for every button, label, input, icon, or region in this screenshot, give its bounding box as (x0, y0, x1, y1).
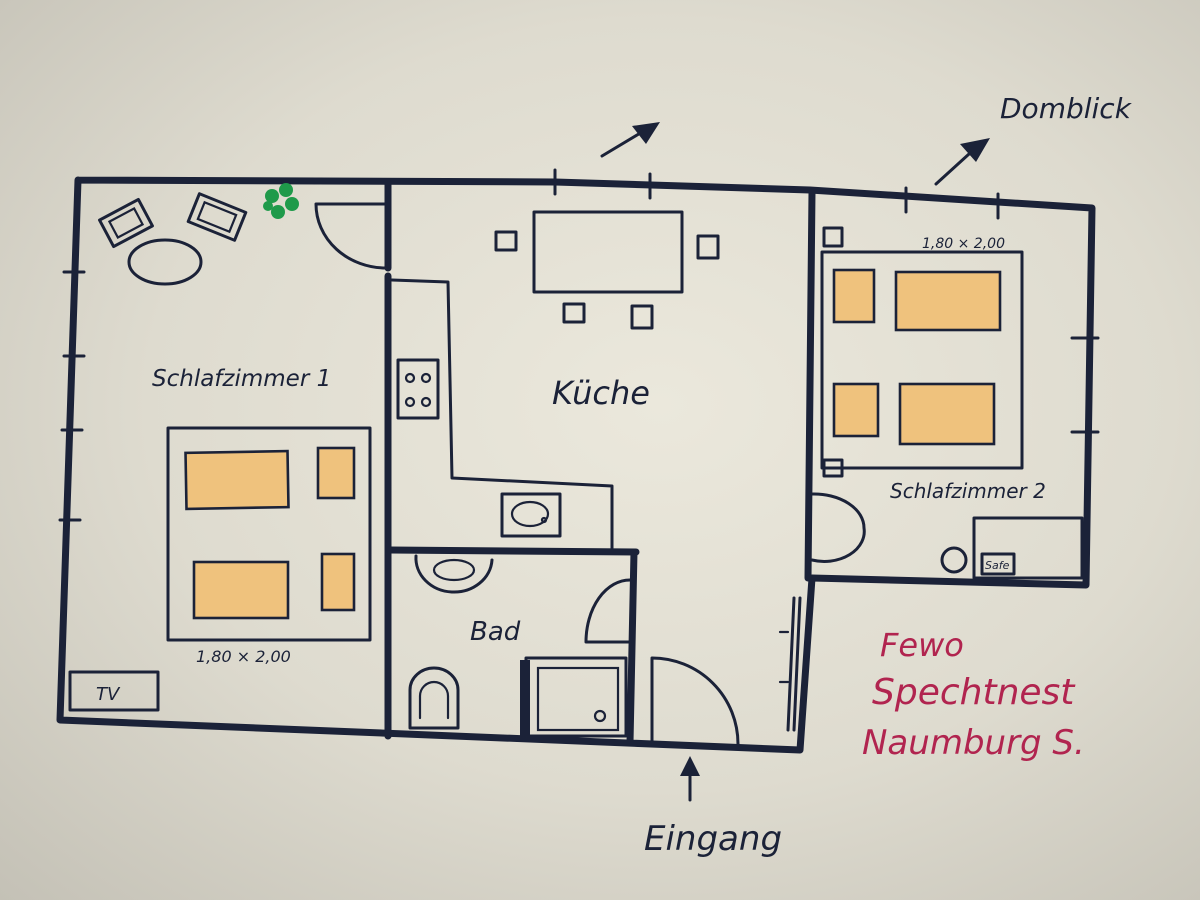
wardrobe-icon (940, 516, 1084, 580)
doors (314, 202, 866, 746)
double-bed-2 (820, 250, 1024, 470)
tv-label: TV (96, 684, 121, 705)
armchair-icon (98, 197, 154, 249)
arrow-icon (600, 122, 660, 158)
signature-line-2: Spechtnest (872, 672, 1076, 713)
arrow-icon (934, 138, 990, 186)
toilet-icon (408, 666, 460, 730)
armchair-icon (186, 192, 248, 242)
room-label-kitchen: Küche (552, 374, 650, 412)
stove-icon (396, 358, 440, 420)
outer-wall (56, 176, 1096, 754)
room-label-bedroom-2: Schlafzimmer 2 (890, 479, 1046, 503)
signature-line-3: Naumburg S. (862, 723, 1085, 763)
double-bed-1 (166, 426, 372, 642)
entrance-label: Eingang (644, 819, 782, 859)
window-marks (58, 168, 1100, 522)
room-label-bath: Bad (470, 617, 521, 647)
view-label: Domblick (1000, 92, 1133, 125)
nightstand-icon (822, 226, 844, 248)
signature-line-1: Fewo (880, 626, 964, 664)
dining-table-icon (494, 210, 720, 330)
shower-icon (520, 656, 628, 738)
tv-cabinet (68, 670, 160, 712)
bed-size-label-2: 1,80 × 2,00 (922, 236, 1005, 252)
coffee-table-icon (127, 238, 203, 286)
plant-icon (263, 183, 299, 219)
washbasin-icon (414, 554, 494, 594)
bed-size-label-1: 1,80 × 2,00 (196, 647, 291, 666)
kitchen-sink-icon (500, 492, 562, 538)
nightstand-icon (822, 458, 844, 478)
safe-label: Safe (985, 559, 1010, 572)
room-label-bedroom-1: Schlafzimmer 1 (152, 366, 331, 392)
interior-walls (384, 178, 816, 746)
entrance-arrow-icon (680, 756, 700, 802)
